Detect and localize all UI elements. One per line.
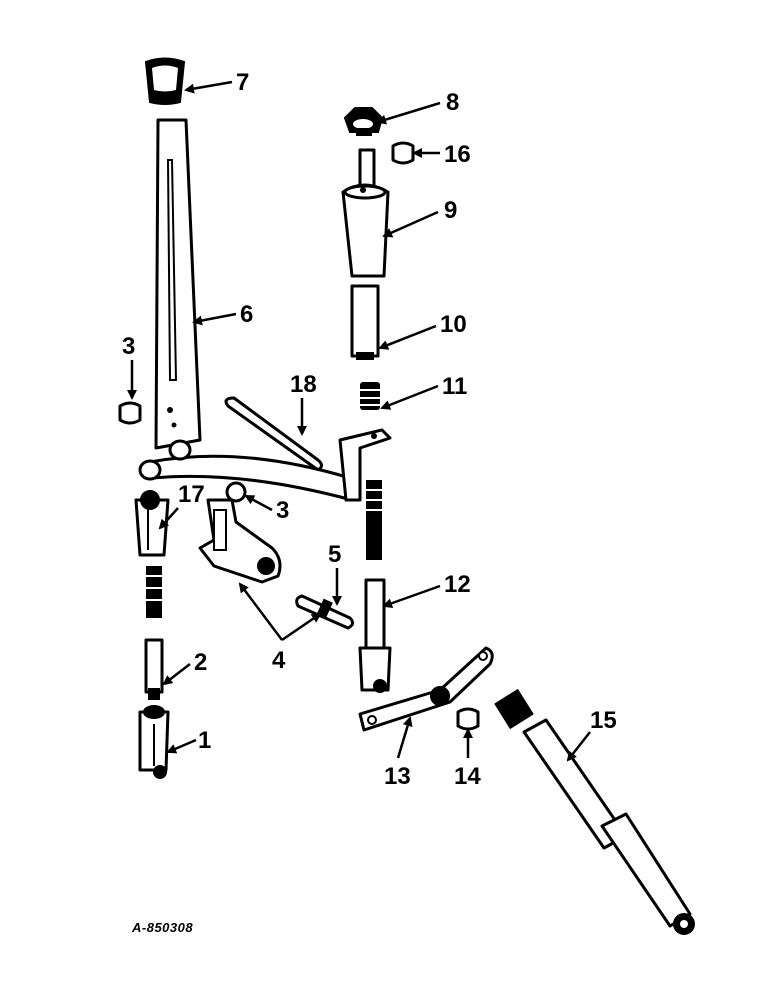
part-10-plunger (350, 284, 380, 360)
callout-labels: 7 8 16 9 6 10 3 18 11 17 3 5 12 2 4 1 15… (122, 69, 617, 790)
callout-8: 8 (446, 89, 459, 116)
part-8-nut (343, 107, 384, 136)
callout-14: 14 (454, 763, 481, 790)
part-2-rod (144, 566, 164, 700)
part-4-bracket (198, 498, 282, 584)
callout-2: 2 (194, 649, 207, 676)
callout-4: 4 (272, 647, 286, 674)
callout-1: 1 (198, 727, 211, 754)
callout-7: 7 (236, 69, 249, 96)
part-5-pin (295, 594, 355, 630)
part-14-bushing (456, 707, 480, 731)
part-9-housing (341, 148, 390, 278)
leader-lines (127, 80, 591, 762)
callout-16: 16 (444, 141, 471, 168)
callout-15: 15 (590, 707, 617, 734)
part-7-knob (144, 57, 186, 105)
callout-17: 17 (178, 481, 205, 508)
part-13-crank (358, 646, 494, 732)
part-3-bushing-lower (225, 481, 247, 503)
part-1-clevis (138, 705, 170, 779)
callout-3-upper: 3 (122, 333, 135, 360)
callout-13: 13 (384, 763, 411, 790)
callout-3-lower: 3 (276, 497, 289, 524)
part-12-rod (358, 480, 392, 693)
callout-9: 9 (444, 197, 457, 224)
part-17-yoke (134, 490, 170, 557)
callout-10: 10 (440, 311, 467, 338)
part-3-bushing-upper (118, 401, 142, 425)
part-15-rod (494, 688, 695, 935)
part-6-lever (154, 118, 202, 450)
cross-shaft (138, 428, 392, 502)
callout-5: 5 (328, 541, 341, 568)
part-16-cap (391, 141, 415, 165)
callout-12: 12 (444, 571, 471, 598)
callout-6: 6 (240, 301, 253, 328)
callout-11: 11 (442, 373, 467, 400)
reference-code: A-850308 (131, 920, 193, 935)
callout-18: 18 (290, 371, 317, 398)
part-11-spring (360, 382, 380, 410)
